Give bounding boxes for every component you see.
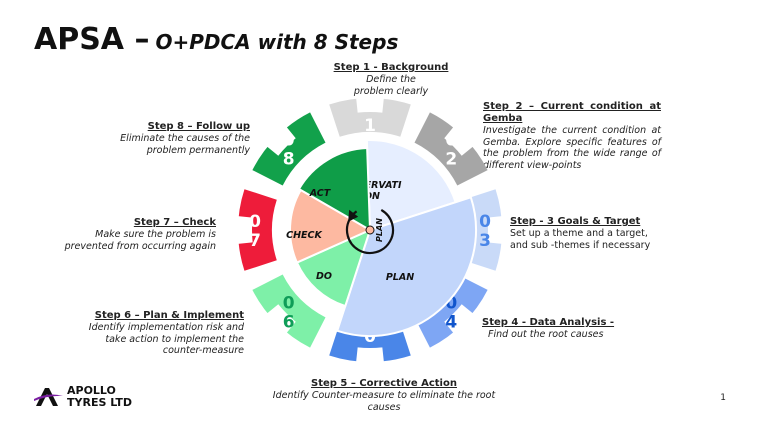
wheel-segment-5-label: ACT — [309, 188, 332, 199]
step-8-notch — [265, 125, 296, 156]
step-3-notch — [487, 215, 504, 245]
title-main: APSA – — [34, 22, 150, 57]
step-7-desc: Make sure the problem is prevented from … — [64, 229, 216, 252]
step-7-block-shape — [238, 189, 277, 271]
step-3-text: Step - 3 Goals & Target Set up a theme a… — [510, 216, 668, 251]
step-6-heading: Step 6 – Plan & Implement — [94, 310, 244, 321]
logo-line-2: TYRES LTD — [67, 396, 133, 409]
step-4-heading: Step 4 - Data Analysis - — [482, 317, 615, 328]
step-7-notch — [236, 215, 253, 245]
step-4-notch — [444, 304, 475, 335]
step-8-heading: Step 8 – Follow up — [147, 121, 250, 132]
step-2-text: Step 2 – Current condition at Gemba Inve… — [483, 101, 661, 171]
cycle-arrowhead-icon — [348, 209, 359, 222]
step-1-text: Step 1 - Background Define the problem c… — [330, 62, 452, 97]
step-5-text: Step 5 – Corrective Action Identify Coun… — [268, 378, 500, 413]
step-1-notch — [355, 96, 385, 113]
wheel-center-dot — [365, 225, 375, 235]
apollo-logo-icon — [34, 388, 63, 406]
step-1-block-shape — [329, 98, 411, 137]
wheel-segment-4 — [289, 188, 373, 264]
wheel-segment-1 — [365, 139, 457, 232]
step-4-desc: Find out the root causes — [488, 329, 604, 340]
step-1-heading: Step 1 - Background — [333, 62, 449, 73]
wheel-segment-3 — [295, 228, 372, 308]
step-2-heading: Step 2 – Current condition at Gemba — [483, 101, 661, 124]
page-title: APSA –O+PDCA with 8 Steps — [34, 22, 398, 57]
step-3-desc: Set up a theme and a target, and sub -th… — [510, 228, 651, 251]
wheel-segment-2-label: PLAN — [386, 272, 414, 283]
step-6-block-shape — [252, 274, 326, 348]
step-8-block-shape — [252, 112, 326, 186]
step-5-desc: Identify Counter-measure to eliminate th… — [272, 390, 496, 413]
step-5-notch — [355, 347, 385, 364]
step-7-text: Step 7 – Check Make sure the problem is … — [58, 217, 216, 252]
step-8-desc: Eliminate the causes of the problem perm… — [120, 133, 250, 156]
page-number: 1 — [720, 393, 726, 403]
step-2-notch — [444, 125, 475, 156]
wheel-center-label: PLAN — [375, 218, 384, 242]
logo-line-1: APOLLO — [67, 384, 116, 397]
step-1-desc: Define the problem clearly — [353, 74, 429, 97]
wheel-segment-3-label: DO — [316, 271, 332, 282]
wheel-segment-5 — [297, 147, 372, 232]
step-2-desc: Investigate the current condition at Gem… — [483, 125, 661, 171]
step-6-notch — [265, 304, 296, 335]
step-4-text: Step 4 - Data Analysis - Find out the ro… — [482, 317, 622, 341]
step-6-text: Step 6 – Plan & Implement Identify imple… — [84, 310, 244, 357]
title-subtitle: O+PDCA with 8 Steps — [155, 30, 399, 54]
wheel-segment-4-label: CHECK — [286, 230, 322, 241]
pdca-wheel-diagram: 0102030405060708OBSERVATIONPLANDOCHECKAC… — [236, 96, 504, 366]
step-7-heading: Step 7 – Check — [133, 217, 216, 228]
step-6-desc: Identify implementation risk and take ac… — [88, 322, 244, 356]
apollo-logo: APOLLO TYRES LTD — [34, 385, 132, 409]
step-2-block-shape — [414, 112, 488, 186]
step-3-heading: Step - 3 Goals & Target — [510, 216, 641, 227]
step-5-heading: Step 5 – Corrective Action — [311, 378, 457, 389]
step-4-block-shape — [414, 274, 488, 348]
step-8-text: Step 8 – Follow up Eliminate the causes … — [110, 121, 250, 156]
